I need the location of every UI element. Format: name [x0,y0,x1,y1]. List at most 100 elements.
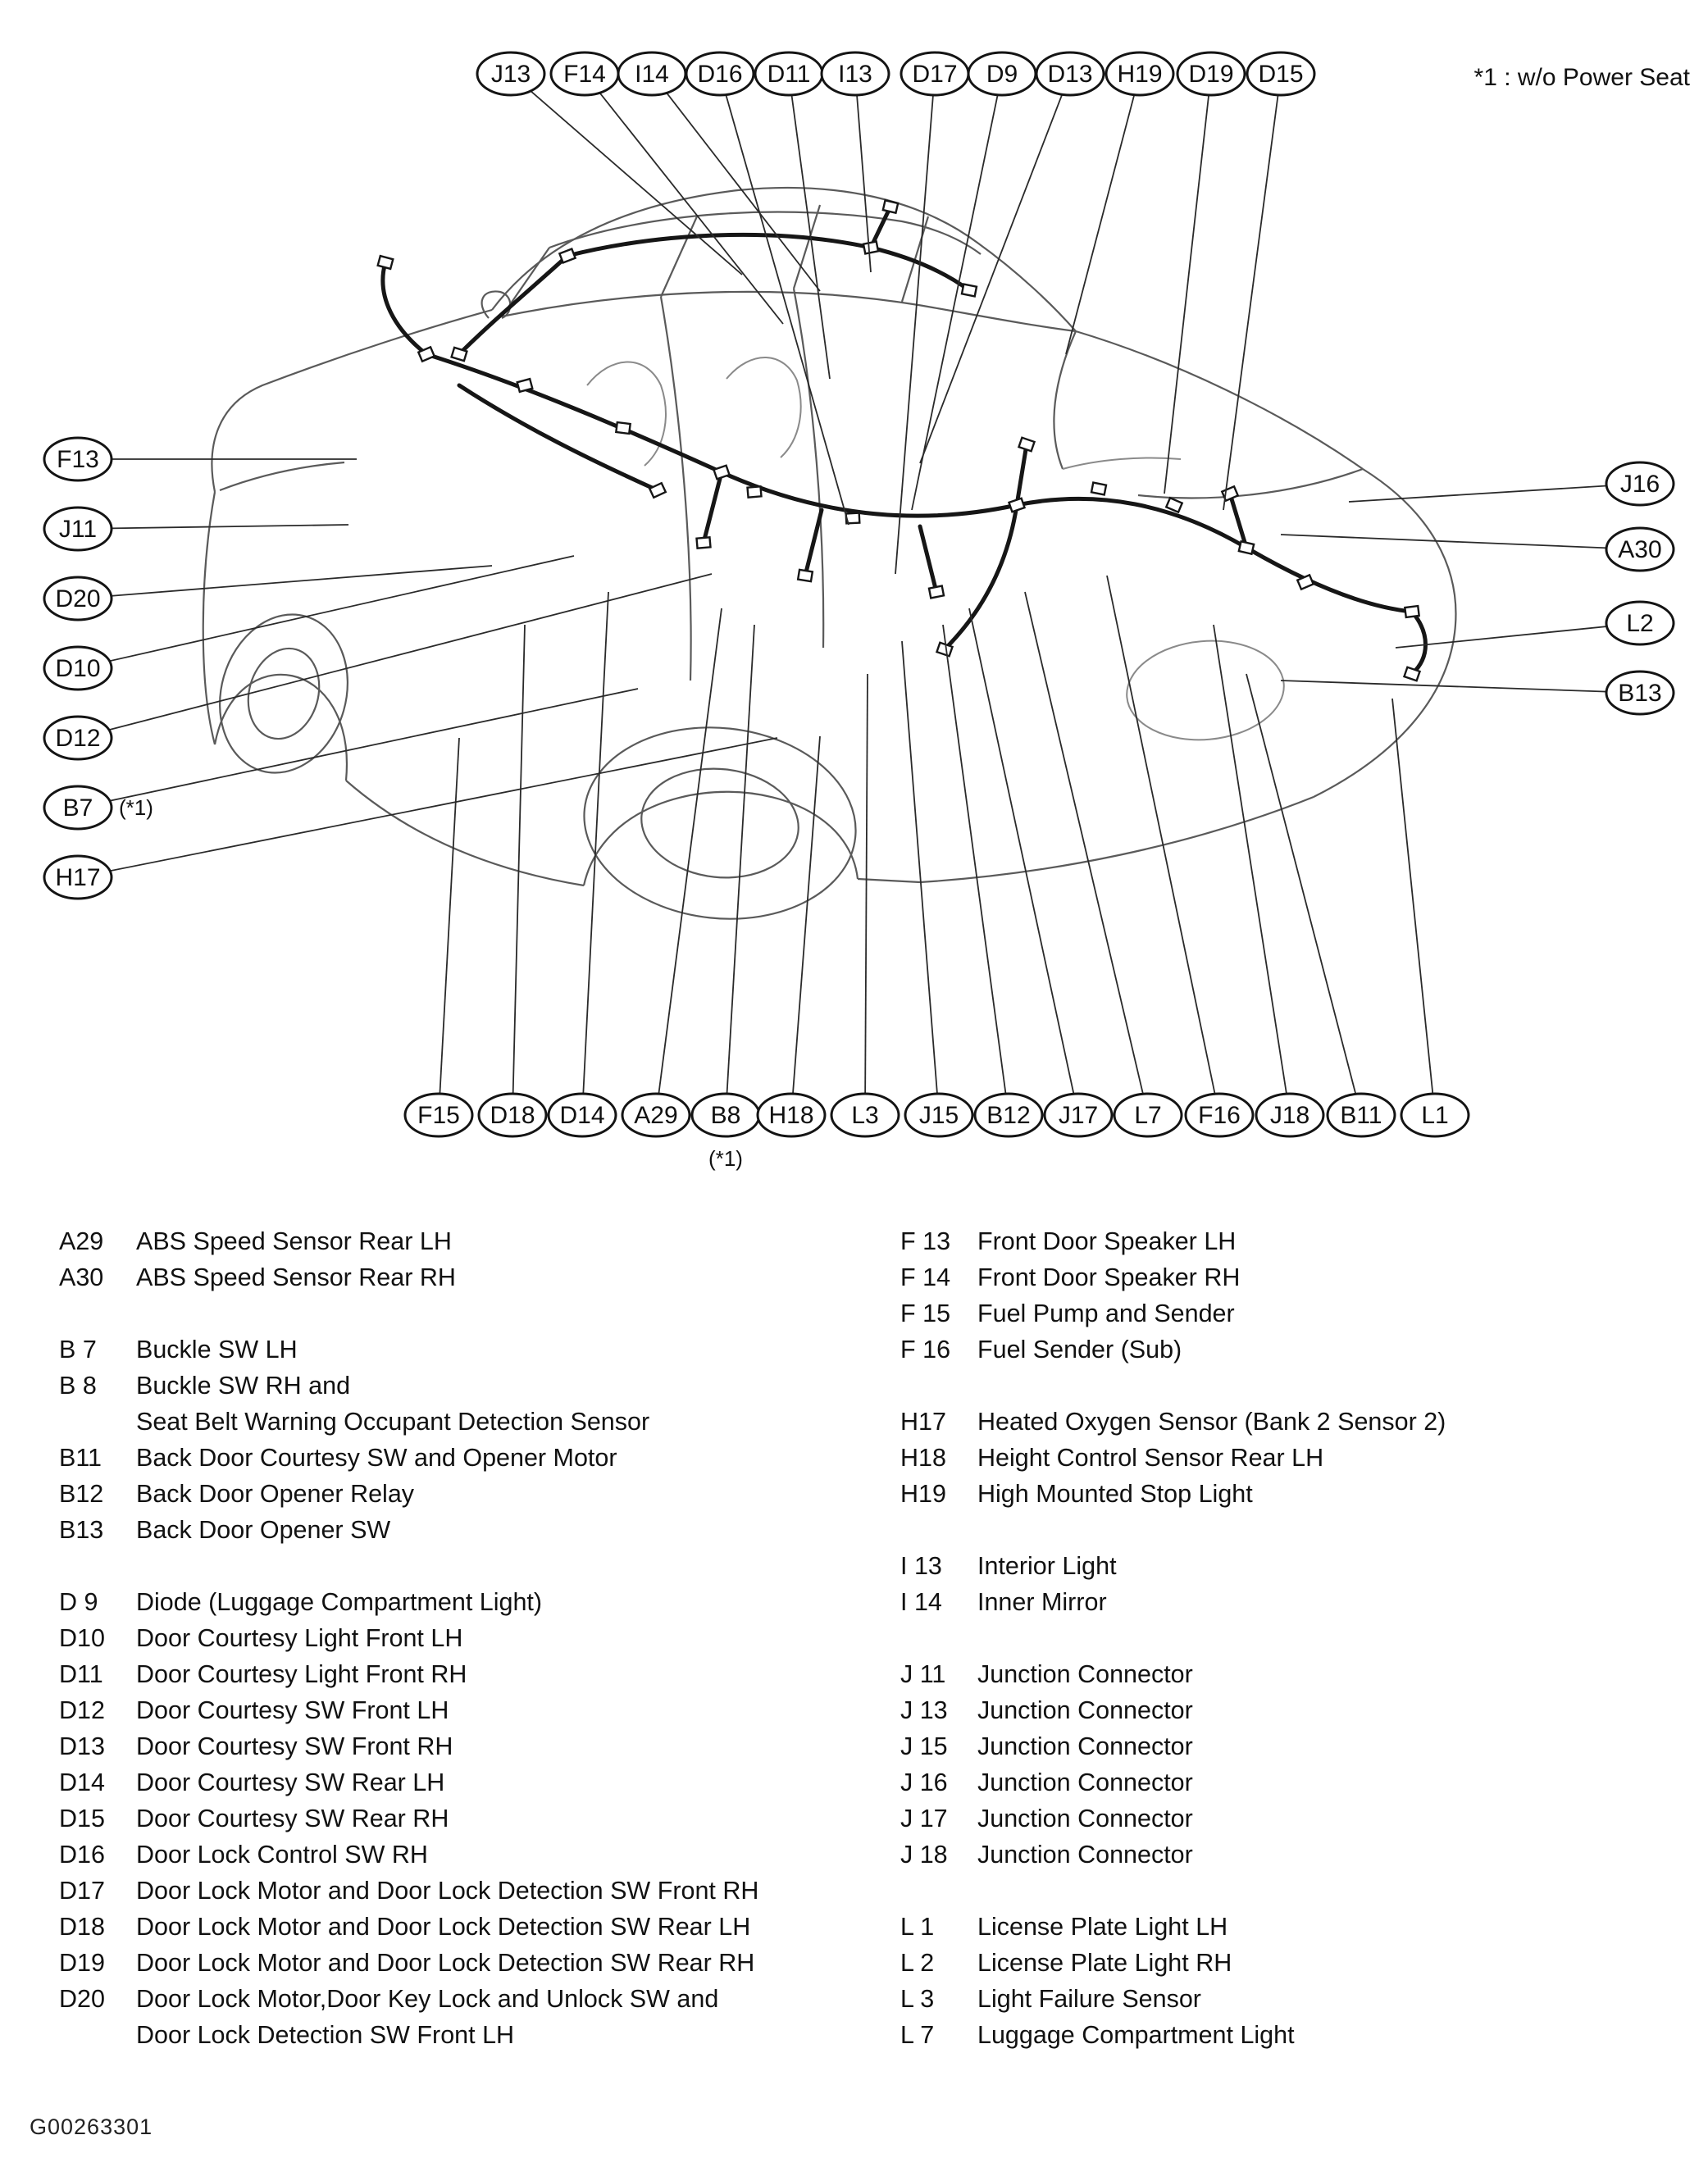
callout-label: B12 [986,1102,1030,1129]
legend-description: Junction Connector [977,1656,1692,1692]
callout-circle-L2 [1605,600,1675,646]
callout-label: F13 [57,446,99,473]
legend-description: High Mounted Stop Light [977,1476,1692,1512]
callout-label: B11 [1340,1102,1382,1129]
callout-circle-D12 [43,715,113,761]
legend-line: Front Door Speaker RH [977,1263,1241,1291]
connector-mark [450,346,468,362]
legend-description: Back Door Opener Relay [136,1476,895,1512]
callout-circle-J15 [904,1092,974,1138]
leader-line [77,737,778,878]
callout-circle-D10 [43,645,113,691]
leader-line [725,624,755,1116]
callout-circle-J18 [1255,1092,1325,1138]
legend-code: D15 [59,1805,105,1832]
leader-line [1391,698,1436,1116]
legend-code: D11 [59,1660,103,1688]
legend-line: ABS Speed Sensor Rear RH [136,1263,456,1291]
legend-description: Luggage Compartment Light [977,2017,1692,2053]
callout-circle-L7 [1113,1092,1183,1138]
callout-label: A29 [634,1102,677,1129]
wiring-harness-art [380,204,1428,676]
connector-mark [648,481,667,499]
legend-description: Door Lock Motor and Door Lock Detection … [136,1909,895,1945]
callout-circle-F16 [1184,1092,1255,1138]
legend-description: Junction Connector [977,1728,1692,1764]
callout-label: L3 [851,1102,878,1129]
legend-line: Door Lock Motor and Door Lock Detection … [136,1949,755,1977]
leader-line [438,737,460,1116]
callout-label: J17 [1059,1102,1098,1129]
legend-code: I 13 [900,1552,942,1580]
legend-code: J 16 [900,1769,948,1796]
legend-line: License Plate Light LH [977,1913,1228,1941]
legend-code: B13 [59,1516,104,1544]
legend-description: Door Courtesy SW Front RH [136,1728,895,1764]
connector-marks [376,198,1422,682]
legend-line: Door Courtesy Light Front LH [136,1624,463,1652]
callout-label: B13 [1618,680,1661,707]
callout-label: J16 [1620,471,1660,498]
callout-circle-D18 [477,1092,548,1138]
callout-suffix: (*1) [708,1146,743,1171]
legend-line: Door Lock Motor and Door Lock Detection … [136,1877,759,1905]
callout-label: D18 [490,1102,535,1129]
connector-mark [376,254,394,271]
legend-description: Door Lock Motor and Door Lock Detection … [136,1873,895,1909]
legend-entry: J 15 Junction Connector [900,1728,1692,1764]
connector-mark [1017,436,1036,453]
legend-description: Junction Connector [977,1692,1692,1728]
legend-entry: D15 Door Courtesy SW Rear RH [59,1800,895,1837]
callout-circle-H19 [1105,51,1175,97]
legend-entry: J 17 Junction Connector [900,1800,1692,1837]
legend-code: F 14 [900,1263,951,1291]
connector-mark [881,198,900,215]
legend-code: J 15 [900,1732,948,1760]
callout-label: F14 [563,61,606,88]
legend-code: D20 [59,1985,105,2013]
legend-line: Door Courtesy Light Front RH [136,1660,467,1688]
callout-label: D13 [1047,61,1092,88]
leader-line [1395,622,1641,649]
legend-code: J 17 [900,1805,948,1832]
leader-line [864,673,868,1116]
legend-code: D16 [59,1841,105,1869]
leader-line [77,688,639,808]
legend-code: J 11 [900,1660,946,1688]
legend-code: I 14 [900,1588,942,1616]
connector-mark [417,345,436,363]
leader-line [77,565,493,599]
legend-code: D12 [59,1696,105,1724]
legend-code: J 13 [900,1696,948,1724]
callout-label: J13 [491,61,531,88]
legend-description: Door Courtesy SW Rear RH [136,1800,895,1837]
legend-line: Luggage Compartment Light [977,2021,1295,2049]
callout-label: D10 [55,655,100,682]
legend-line: Seat Belt Warning Occupant Detection Sen… [136,1408,650,1436]
legend-line: Junction Connector [977,1805,1193,1832]
connector-mark [695,536,712,549]
connector-mark [1296,573,1315,591]
leader-line [510,73,743,275]
callout-circle-J13 [476,51,546,97]
legend-description: License Plate Light RH [977,1945,1692,1981]
connector-mark [1402,666,1422,682]
legend-code: D 9 [59,1588,98,1616]
legend-code: B 8 [59,1372,97,1400]
callout-circle-B11 [1326,1092,1396,1138]
